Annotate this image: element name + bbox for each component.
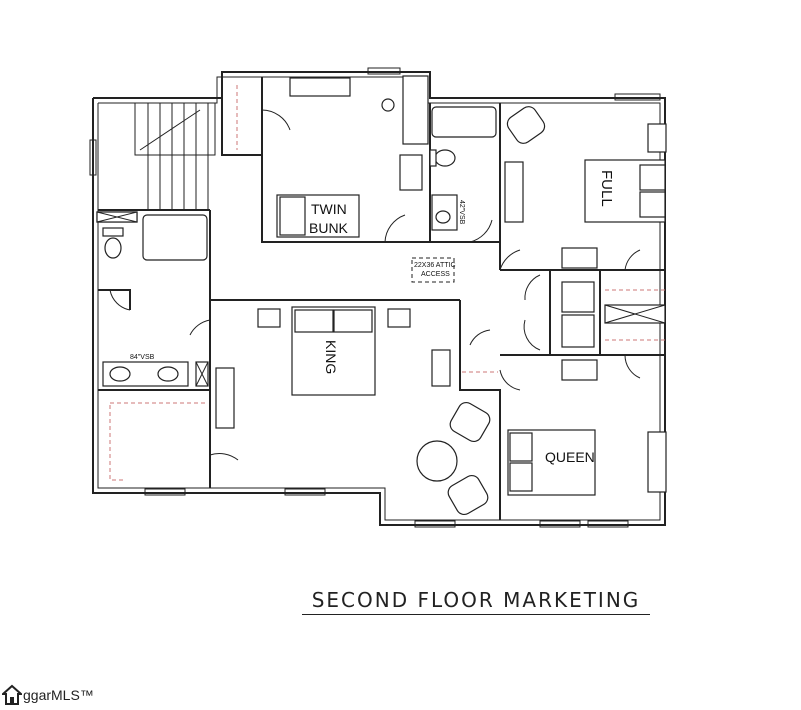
room-label-full: FULL [598, 170, 615, 207]
vsb-42-note: 42"VSB [458, 200, 465, 225]
mls-watermark: ggarMLS™ [2, 682, 94, 708]
windows [89, 67, 661, 528]
vsb-84-note: 84"VSB [130, 354, 155, 361]
watermark-text: ggarMLS™ [23, 687, 94, 703]
attic-note-line2: ACCESS [421, 271, 450, 278]
interior-walls [98, 77, 665, 520]
house-logo-icon [2, 684, 22, 705]
room-label-king: KING [323, 340, 339, 374]
room-label-bunk: BUNK [309, 220, 349, 236]
furniture [96, 75, 667, 516]
plan-caption: SECOND FLOOR MARKETING [302, 588, 650, 615]
staircase [134, 102, 216, 210]
attic-note-line1: 22X36 ATTIC [414, 262, 456, 269]
closet-dashed-lines [109, 85, 665, 481]
door-swings [109, 109, 641, 461]
room-label-twin: TWIN [311, 201, 347, 217]
room-label-queen: QUEEN [545, 449, 595, 465]
